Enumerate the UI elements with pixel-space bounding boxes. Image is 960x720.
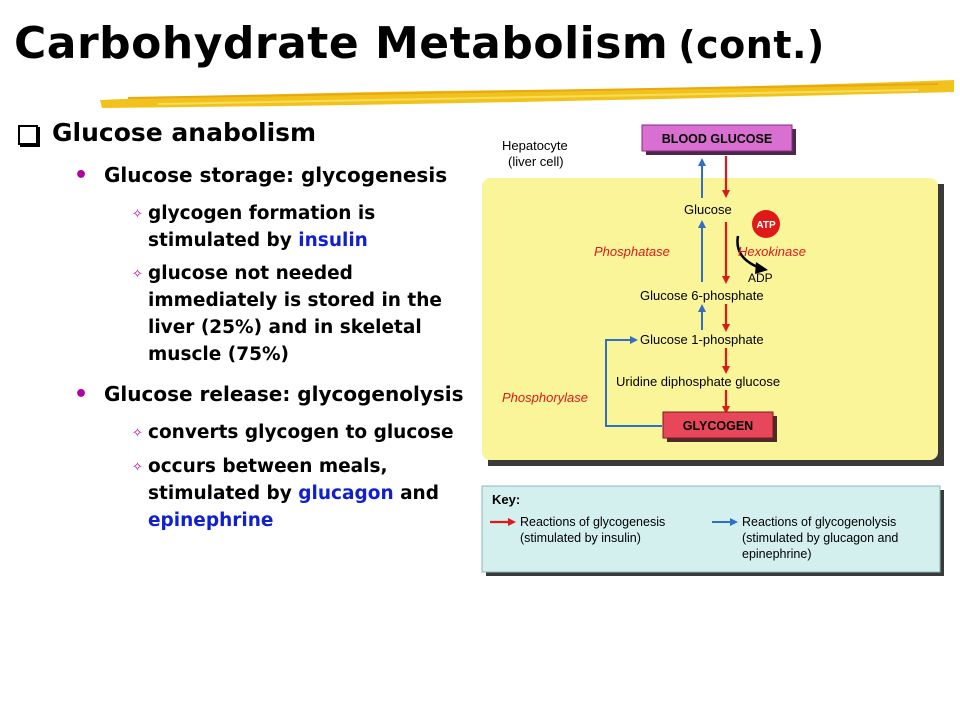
atp-label: ATP <box>756 220 776 231</box>
bullet-release-text: Glucose release: glycogenolysis <box>104 382 464 406</box>
key-title: Key: <box>492 492 520 507</box>
hepatocyte-label: Hepatocyte <box>502 138 568 153</box>
dot-bullet-icon: • <box>74 382 89 407</box>
glycogen-box <box>662 411 774 439</box>
diamond-bullet-icon: ✧ <box>132 207 143 222</box>
atp-starburst <box>752 210 780 238</box>
bullet-storage-sub2: ✧ glucose not needed immediately is stor… <box>132 260 466 368</box>
atp-adp-arrowhead <box>755 262 768 274</box>
key-glycogenolysis-line3: epinephrine) <box>742 547 812 561</box>
bullet-list: Glucose anabolism • Glucose storage: gly… <box>14 118 466 540</box>
g1p-label: Glucose 1-phosphate <box>640 332 764 347</box>
hepatocyte-sublabel: (liver cell) <box>508 154 564 169</box>
blood-glucose-label: BLOOD GLUCOSE <box>662 132 772 146</box>
glucose-label: Glucose <box>684 202 732 217</box>
slide-title-suffix: (cont.) <box>678 23 825 67</box>
hepatocyte-cell <box>482 178 938 460</box>
blood-glucose-box <box>641 124 793 152</box>
hexokinase-label: Hexokinase <box>738 244 806 259</box>
highlight-glucagon: glucagon <box>298 483 394 504</box>
glycogen-label: GLYCOGEN <box>683 419 753 433</box>
bullet-release-sub1: ✧ converts glycogen to glucose <box>132 419 466 447</box>
key-glycogenolysis-line1: Reactions of glycogenolysis <box>742 515 896 529</box>
slide-title-text: Carbohydrate Metabolism <box>14 18 669 69</box>
key-glycogenesis-line2: (stimulated by insulin) <box>520 531 641 545</box>
bullet-release-sub2-text: occurs between meals, stimulated by gluc… <box>148 456 439 531</box>
diamond-bullet-icon: ✧ <box>132 426 143 441</box>
diamond-bullet-icon: ✧ <box>132 460 143 475</box>
key-box <box>481 485 941 573</box>
slide-title: Carbohydrate Metabolism(cont.) <box>14 18 954 69</box>
udp-glucose-label: Uridine diphosphate glucose <box>616 374 780 389</box>
bullet-storage-sub2-text: glucose not needed immediately is stored… <box>148 263 442 365</box>
bullet-release-sub1-text: converts glycogen to glucose <box>148 422 454 443</box>
g6p-label: Glucose 6-phosphate <box>640 288 764 303</box>
highlight-epinephrine: epinephrine <box>148 510 274 531</box>
checkbox-bullet-icon <box>18 125 38 145</box>
bullet-storage-sub1-text: glycogen formation is stimulated by insu… <box>148 203 376 251</box>
glycogen-pathway-diagram: Hepatocyte (liver cell) BLOOD GLUCOSE AT… <box>481 124 944 576</box>
bullet-release-sub2: ✧ occurs between meals, stimulated by gl… <box>132 453 466 534</box>
dot-bullet-icon: • <box>74 163 89 188</box>
bullet-storage: • Glucose storage: glycogenesis <box>74 161 466 190</box>
bullet-heading-text: Glucose anabolism <box>52 118 317 147</box>
key-glycogenesis-line1: Reactions of glycogenesis <box>520 515 665 529</box>
bullet-storage-text: Glucose storage: glycogenesis <box>104 163 448 187</box>
adp-label: ADP <box>748 271 773 285</box>
bullet-heading: Glucose anabolism <box>14 118 466 147</box>
phosphorylase-label: Phosphorylase <box>502 390 588 405</box>
title-underline-stroke <box>100 80 954 108</box>
blue-arrow-glycogen-to-g1p <box>605 336 662 427</box>
highlight-insulin: insulin <box>298 230 368 251</box>
phosphatase-label: Phosphatase <box>594 244 670 259</box>
bullet-storage-sub1: ✧ glycogen formation is stimulated by in… <box>132 200 466 254</box>
diamond-bullet-icon: ✧ <box>132 267 143 282</box>
bullet-release: • Glucose release: glycogenolysis <box>74 380 466 409</box>
key-glycogenolysis-line2: (stimulated by glucagon and <box>742 531 898 545</box>
